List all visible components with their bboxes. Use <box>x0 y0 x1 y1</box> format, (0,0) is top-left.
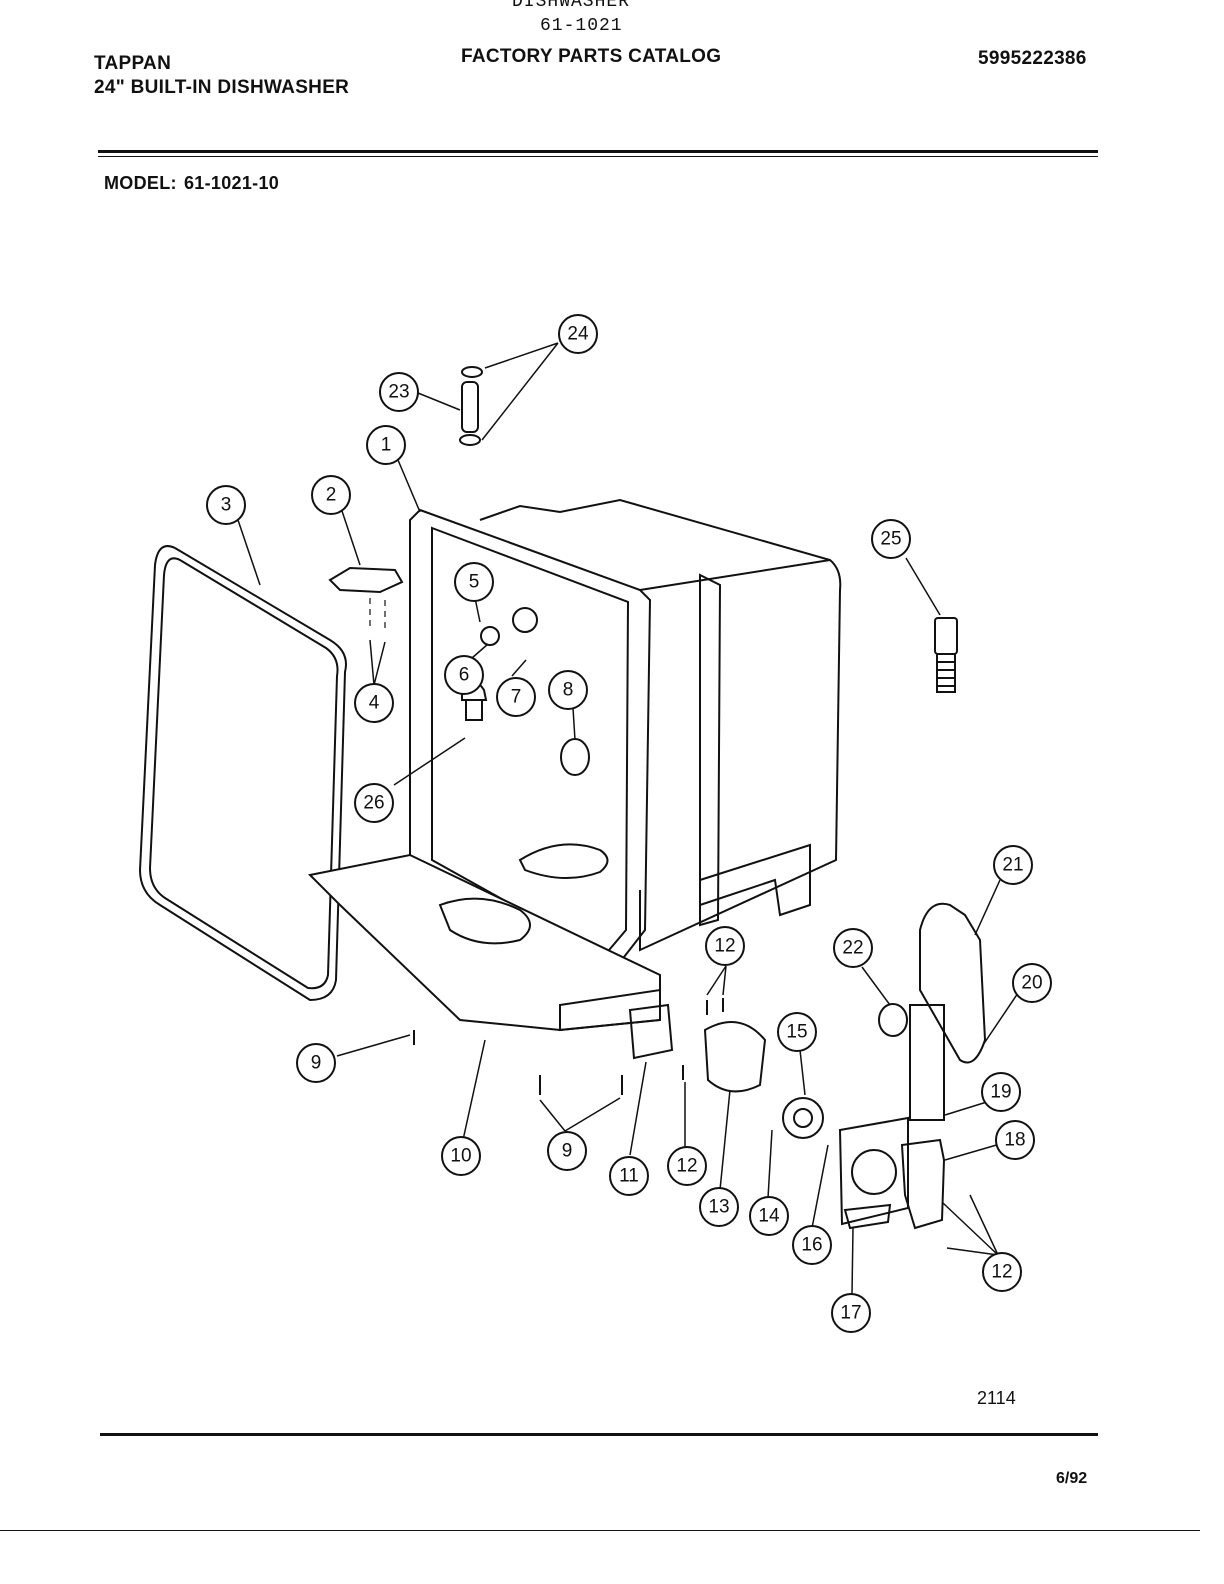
header-top-line-1: DISHWASHER <box>512 0 631 12</box>
screws-drawing <box>413 998 724 1095</box>
callout-25: 25 <box>871 519 911 559</box>
callout-9: 9 <box>547 1131 587 1171</box>
callout-20: 20 <box>1012 963 1052 1003</box>
callout-label: 16 <box>801 1235 822 1256</box>
callout-label: 9 <box>562 1141 573 1162</box>
callout-17: 17 <box>831 1293 871 1333</box>
callout-label: 7 <box>511 687 522 708</box>
leader-lines <box>237 342 1019 1295</box>
header-top-line-2: 61-1021 <box>540 16 623 36</box>
callout-label: 25 <box>880 529 901 550</box>
product-name: 24" BUILT-IN DISHWASHER <box>94 77 350 98</box>
figure-number: 2114 <box>977 1388 1016 1408</box>
callout-3: 3 <box>206 485 246 525</box>
callout-label: 21 <box>1002 855 1023 876</box>
callout-2: 2 <box>311 475 351 515</box>
callout-12: 12 <box>705 926 745 966</box>
callout-4: 4 <box>354 683 394 723</box>
callout-label: 4 <box>369 693 380 714</box>
model-number: 61-1021-10 <box>184 173 280 193</box>
callout-22: 22 <box>833 928 873 968</box>
callout-label: 15 <box>786 1022 807 1043</box>
callout-12: 12 <box>667 1146 707 1186</box>
header-rule-thick <box>98 150 1098 153</box>
callout-label: 22 <box>842 938 863 959</box>
callout-label: 8 <box>563 680 574 701</box>
callout-1: 1 <box>366 425 406 465</box>
base-pan-drawing <box>307 853 661 1032</box>
revision-date: 6/92 <box>1056 1470 1088 1487</box>
callout-16: 16 <box>792 1225 832 1265</box>
callout-label: 20 <box>1021 973 1042 994</box>
callout-label: 26 <box>363 793 384 814</box>
callout-23: 23 <box>379 372 419 412</box>
callout-label: 18 <box>1004 1130 1025 1151</box>
callout-15: 15 <box>777 1012 817 1052</box>
callout-7: 7 <box>496 677 536 717</box>
callout-label: 23 <box>388 382 409 403</box>
footer-rule <box>100 1433 1098 1436</box>
callout-18: 18 <box>995 1120 1035 1160</box>
tub-drawing <box>409 498 842 977</box>
callout-8: 8 <box>548 670 588 710</box>
callout-9: 9 <box>296 1043 336 1083</box>
callout-label: 12 <box>676 1156 697 1177</box>
model-label: MODEL: <box>104 173 177 193</box>
bottom-edge-line <box>0 1530 1200 1531</box>
hose-and-clamps-drawing <box>459 366 483 446</box>
callout-13: 13 <box>699 1187 739 1227</box>
callout-14: 14 <box>749 1196 789 1236</box>
callout-label: 13 <box>708 1197 729 1218</box>
callout-label: 10 <box>450 1146 471 1167</box>
callout-label: 3 <box>221 495 232 516</box>
header-rule-thin <box>98 156 1098 157</box>
callout-label: 9 <box>311 1053 322 1074</box>
callout-label: 14 <box>758 1206 780 1227</box>
callout-label: 5 <box>469 572 480 593</box>
callout-label: 12 <box>991 1262 1012 1283</box>
callout-19: 19 <box>981 1072 1021 1112</box>
callout-11: 11 <box>609 1156 649 1196</box>
callout-label: 1 <box>381 435 392 456</box>
callout-21: 21 <box>993 845 1033 885</box>
callout-label: 17 <box>840 1303 861 1324</box>
callout-label: 6 <box>459 665 470 686</box>
callout-26: 26 <box>354 783 394 823</box>
inlet-fitting-drawing <box>934 617 958 693</box>
callout-label: 12 <box>714 936 735 957</box>
catalog-title: FACTORY PARTS CATALOG <box>461 46 722 67</box>
motor-pump-drawing <box>628 1003 909 1230</box>
callout-label: 11 <box>619 1166 639 1187</box>
callout-10: 10 <box>441 1136 481 1176</box>
door-gasket-drawing <box>138 545 347 1002</box>
hinge-bracket-drawing <box>328 566 404 594</box>
callout-label: 24 <box>567 324 589 345</box>
callout-12: 12 <box>982 1252 1022 1292</box>
callout-label: 2 <box>326 485 337 506</box>
vent-assembly-drawing <box>878 902 987 1230</box>
callout-label: 19 <box>990 1082 1011 1103</box>
callout-5: 5 <box>454 562 494 602</box>
brand-name: TAPPAN <box>94 53 172 74</box>
callout-24: 24 <box>558 314 598 354</box>
catalog-number: 5995222386 <box>978 48 1087 69</box>
callout-6: 6 <box>444 655 484 695</box>
